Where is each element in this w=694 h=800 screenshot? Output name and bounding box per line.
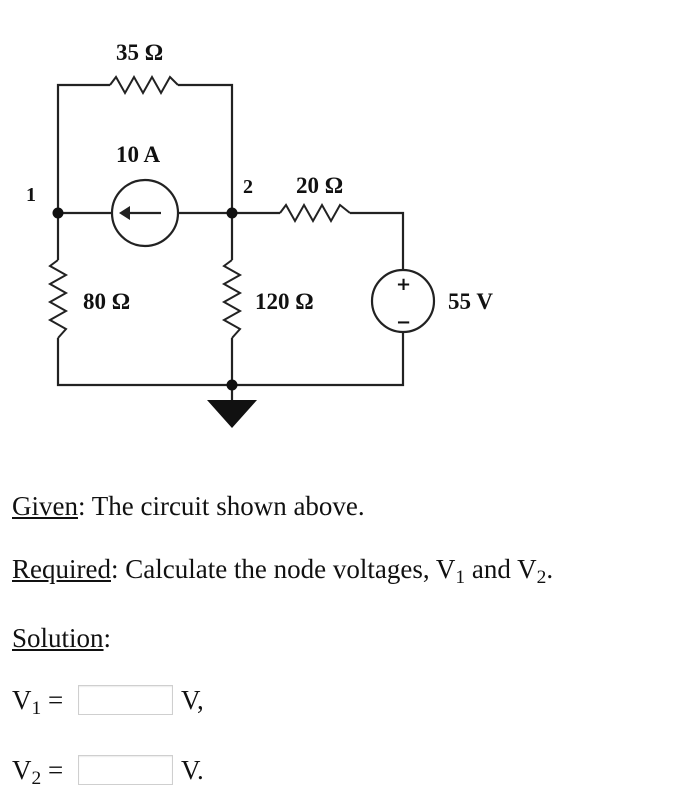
required-text-c: .	[546, 554, 554, 584]
wires	[56, 83, 405, 400]
node-1-label: 1	[26, 184, 36, 206]
given-label: Given	[12, 491, 78, 521]
given-line: Given: The circuit shown above.	[12, 490, 365, 522]
required-text-b: and V	[465, 554, 537, 584]
circuit-diagram: 35 Ω 10 A 1 2 20 Ω 80 Ω 120 Ω + − 55 V	[26, 40, 493, 428]
answer-row-v2: V2 = V.	[12, 752, 204, 788]
current-source-label: 10 A	[116, 142, 160, 167]
required-label: Required	[12, 554, 111, 584]
minus-sign: −	[396, 312, 411, 333]
voltage-source-label: 55 V	[448, 289, 493, 314]
resistor-120-ohm	[221, 259, 243, 339]
ground-node-dot	[226, 379, 238, 391]
v1-input[interactable]	[78, 685, 173, 715]
plus-sign: +	[396, 274, 411, 295]
solution-label: Solution	[12, 623, 104, 653]
resistor-80-ohm	[47, 259, 69, 339]
required-sub-1: 1	[455, 566, 466, 588]
node-2-dot	[226, 207, 238, 219]
answer-row-v1: V1 = V,	[12, 682, 204, 718]
resistor-80-label: 80 Ω	[83, 289, 130, 314]
solution-line: Solution:	[12, 622, 111, 654]
resistor-35-ohm	[109, 74, 179, 96]
v1-label: V1 =	[12, 685, 64, 719]
ground-icon	[207, 400, 257, 428]
node-2-label: 2	[243, 176, 253, 198]
voltage-source: + −	[370, 268, 436, 334]
required-sub-2: 2	[536, 566, 547, 588]
required-line: Required: Calculate the node voltages, V…	[12, 553, 554, 588]
resistor-20-label: 20 Ω	[296, 173, 343, 198]
resistor-35-label: 35 Ω	[116, 40, 163, 65]
v2-label: V2 =	[12, 755, 64, 789]
given-text: : The circuit shown above.	[77, 491, 365, 521]
v2-unit: V.	[181, 755, 204, 785]
node-1-dot	[52, 207, 64, 219]
current-source	[110, 178, 180, 248]
resistor-20-ohm	[279, 202, 351, 224]
solution-colon: :	[103, 623, 112, 653]
resistor-120-label: 120 Ω	[255, 289, 314, 314]
v1-unit: V,	[181, 685, 204, 715]
v2-input[interactable]	[78, 755, 173, 785]
required-text-a: : Calculate the node voltages, V	[110, 554, 456, 584]
